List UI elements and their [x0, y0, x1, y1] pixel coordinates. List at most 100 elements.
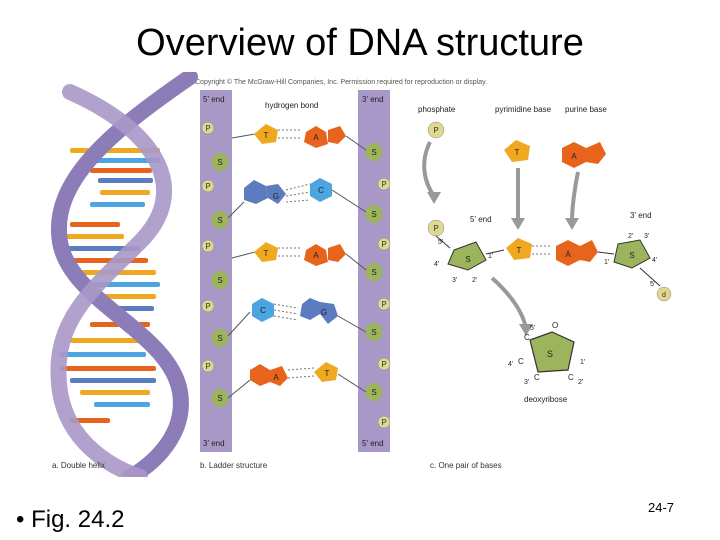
dna-figure-svg: Copyright © The McGraw-Hill Companies, I… — [50, 69, 672, 485]
base-label: A — [313, 133, 319, 142]
double-helix: a. Double helix — [50, 69, 198, 485]
node-label: S — [371, 328, 376, 337]
helix-rung — [70, 338, 140, 343]
phosphate-label: P — [433, 224, 438, 233]
base-link — [345, 253, 367, 271]
slide-number: 24-7 — [648, 500, 675, 515]
sugar-node — [212, 152, 228, 172]
ladder-three-end-top: 3' end — [362, 95, 384, 104]
label-phosphate: phosphate — [418, 105, 456, 114]
ring-number: 4' — [508, 361, 513, 368]
pair-a-label: A — [565, 250, 571, 259]
node-label: P — [381, 360, 386, 369]
base-label: C — [318, 186, 324, 195]
base-link — [331, 189, 367, 213]
node-label: S — [217, 394, 222, 403]
arrow-phosphate — [422, 141, 436, 198]
node-label: S — [217, 158, 222, 167]
right-backbone-nodes: S P S P S P S P S P — [366, 142, 391, 429]
helix-rung — [64, 234, 124, 239]
ladder-base-pairs: T A G C T A C — [227, 124, 367, 399]
hydrogen-bond-lines — [278, 247, 302, 257]
base-thymine — [254, 242, 278, 262]
sugar-node — [212, 210, 228, 230]
pair-thymine — [506, 238, 532, 260]
ring-atom: C — [534, 373, 540, 382]
arrow-purine — [570, 171, 580, 223]
base-link — [337, 373, 367, 393]
slide-bullet: • Fig. 24.2 — [16, 506, 124, 534]
helix-rung — [104, 294, 156, 299]
phosphate-node — [201, 299, 215, 313]
deoxyribose-ring — [529, 331, 575, 373]
base-guanine — [266, 184, 286, 204]
ring-number: 3' — [524, 379, 529, 386]
sugar-node — [366, 322, 382, 342]
label-deoxyribose: deoxyribose — [524, 395, 568, 404]
ring-atom: C — [518, 357, 524, 366]
caption-double-helix: a. Double helix — [52, 461, 105, 470]
sugar-label: S — [465, 255, 470, 264]
ring-number: 1' — [580, 359, 585, 366]
hydrogen-bond-label: hydrogen bond — [265, 101, 318, 110]
node-label: P — [205, 302, 210, 311]
base-link — [227, 379, 251, 399]
phosphate-node — [377, 297, 391, 311]
base-link — [231, 251, 256, 259]
carbon-label: 3' — [644, 233, 649, 240]
arrow-head — [511, 218, 525, 230]
base-adenine — [304, 244, 328, 266]
hydrogen-bond-lines — [287, 367, 315, 379]
helix-rung — [60, 366, 156, 371]
carbon-label: 3' — [452, 277, 457, 284]
base-adenine — [304, 126, 328, 148]
carbon-label: 2' — [628, 233, 633, 240]
phosphate-node — [377, 415, 391, 429]
sugar-node — [366, 204, 382, 224]
bond — [597, 251, 615, 255]
node-label: P — [205, 242, 210, 251]
helix-strand-2 — [50, 84, 173, 485]
base-label: T — [264, 249, 269, 258]
carbon-label: 4' — [652, 257, 657, 264]
d-label: d — [662, 292, 666, 299]
ladder-structure: 5' end 3' end 3' end 5' end hydrogen bon… — [200, 90, 391, 470]
node-label: P — [205, 362, 210, 371]
base-link — [337, 315, 367, 333]
carbon-label: 4' — [434, 261, 439, 268]
ring-number: 2' — [578, 379, 583, 386]
base-label: C — [260, 306, 266, 315]
copyright-text: Copyright © The McGraw-Hill Companies, I… — [195, 78, 487, 86]
helix-rung — [100, 190, 150, 195]
ring-atom: C — [524, 333, 530, 342]
node-label: P — [205, 182, 210, 191]
slide-title: Overview of DNA structure — [136, 22, 584, 64]
ring-number: 5' — [530, 325, 535, 332]
phosphate-node — [656, 286, 672, 302]
bond — [485, 249, 505, 255]
node-label: S — [217, 334, 222, 343]
base-guanine — [320, 302, 338, 324]
helix-rung — [70, 222, 120, 227]
base-adenine — [250, 364, 270, 386]
base-link — [227, 201, 245, 219]
bond — [435, 235, 451, 249]
pyrimidine-label: T — [515, 148, 520, 157]
hydrogen-bond-lines — [285, 183, 311, 203]
sugar-label: S — [629, 251, 634, 260]
helix-rung — [70, 378, 156, 383]
carbon-label: 1' — [488, 253, 493, 260]
caption-ladder-structure: b. Ladder structure — [200, 461, 268, 470]
hydrogen-bond-lines — [278, 129, 302, 139]
pyrimidine-thymine — [504, 140, 530, 162]
arrow-deoxyribose — [490, 276, 528, 329]
helix-rung — [98, 178, 153, 183]
node-label: P — [381, 180, 386, 189]
arrow-head — [565, 218, 579, 230]
node-label: S — [371, 148, 376, 157]
sugar-node — [212, 388, 228, 408]
purine-adenine — [586, 142, 606, 164]
label-pyrimidine-base: pyrimidine base — [495, 105, 552, 114]
sugar-node — [366, 142, 382, 162]
label-five-end: 5' end — [470, 215, 492, 224]
